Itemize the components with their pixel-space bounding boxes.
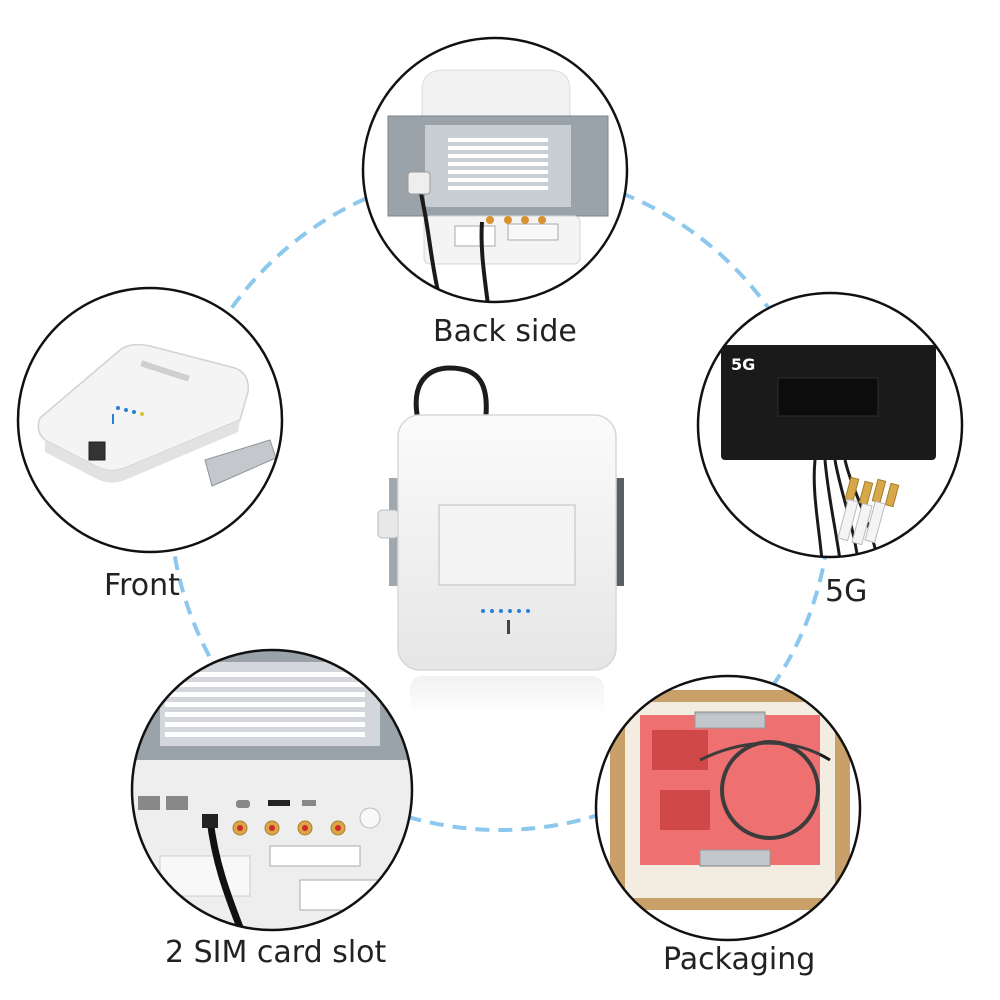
center-device-image [377,365,624,716]
5g-antenna-image: 5G [721,345,936,557]
sim-slot-circle [130,648,414,932]
antenna-5g-text: 5G [731,355,755,374]
back-side-label: Back side [433,314,577,349]
5g-circle [696,291,964,559]
front-label: Front [104,568,180,603]
front-image [37,343,277,487]
back-side-image [363,38,627,302]
sim-card-slot-image [132,650,412,930]
packaging-circle [594,674,862,942]
back-side-circle [361,36,629,304]
packaging-image [610,690,850,910]
front-circle [16,286,284,554]
packaging-label: Packaging [663,942,816,977]
5g-label: 5G [825,574,868,609]
sim-card-slot-label: 2 SIM card slot [165,935,387,970]
